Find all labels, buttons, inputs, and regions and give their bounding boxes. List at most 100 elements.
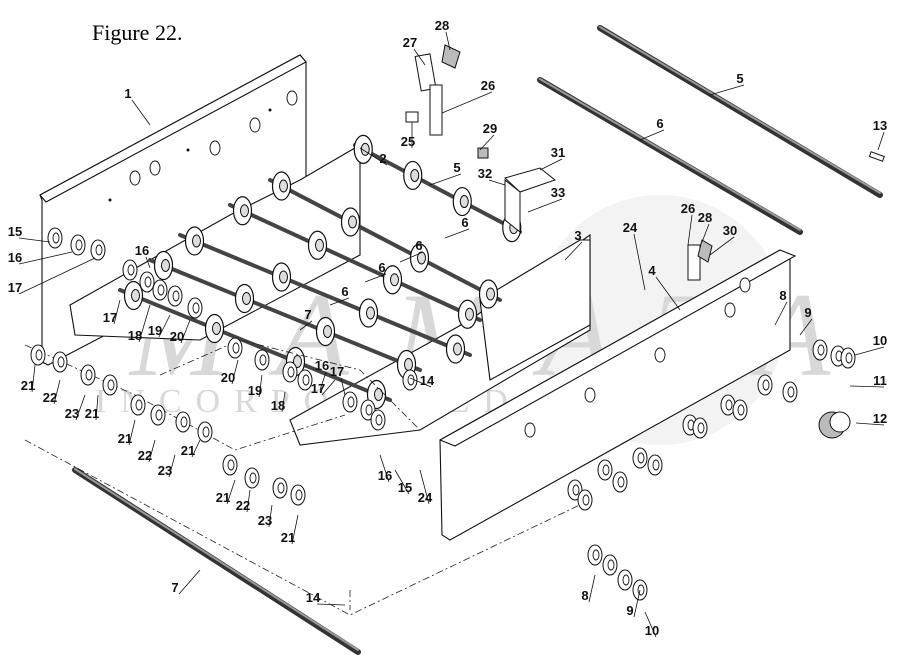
callout-flange: 9 bbox=[626, 589, 641, 618]
callout-number: 33 bbox=[551, 185, 565, 200]
callout-bracket: 26 bbox=[681, 201, 695, 246]
callout-number: 21 bbox=[216, 490, 230, 505]
callout-circlip: 21 bbox=[118, 419, 136, 446]
leader-line bbox=[774, 301, 788, 326]
callout-number: 6 bbox=[378, 260, 385, 275]
callout-number: 18 bbox=[128, 328, 142, 343]
leader-line bbox=[53, 379, 61, 405]
leader-line bbox=[419, 469, 430, 505]
leader-line bbox=[364, 273, 387, 283]
callout-number: 6 bbox=[341, 284, 348, 299]
leader-line bbox=[113, 299, 121, 325]
leader-line bbox=[145, 256, 151, 269]
callout-bushing: 17 bbox=[8, 257, 96, 295]
callout-inner-frame-right: 3 bbox=[564, 228, 583, 261]
roller-shaft bbox=[268, 171, 502, 309]
callout-e-ring: 14 bbox=[409, 373, 435, 388]
callout-number: 25 bbox=[401, 134, 415, 149]
callout-lower-shaft-exploded: 7 bbox=[171, 569, 201, 595]
leader-line bbox=[633, 589, 641, 618]
callout-bearing: 8 bbox=[581, 574, 596, 603]
callout-upper-shaft-installed: 5 bbox=[429, 160, 462, 186]
leader-line bbox=[131, 99, 151, 126]
callout-number: 7 bbox=[304, 307, 311, 322]
roller-shaft-group bbox=[118, 134, 522, 410]
callout-roller-shaft: 6 bbox=[364, 260, 387, 283]
leader-line bbox=[226, 479, 236, 505]
switch-assembly bbox=[405, 44, 713, 281]
leader-line bbox=[31, 364, 36, 393]
leader-line bbox=[379, 454, 390, 483]
bracket-right-part bbox=[687, 244, 701, 281]
callout-disc: 19 bbox=[148, 314, 171, 338]
callout-number: 6 bbox=[656, 116, 663, 131]
callout-number: 32 bbox=[478, 166, 492, 181]
frame-hole bbox=[129, 170, 141, 186]
lower-shaft-exploded bbox=[72, 467, 361, 655]
leader-line bbox=[191, 439, 201, 458]
callout-hub: 20 bbox=[170, 319, 191, 344]
callout-bushing: 17 bbox=[330, 364, 346, 396]
leader-line bbox=[321, 379, 336, 396]
roller-shaft bbox=[353, 134, 522, 243]
callout-number: 24 bbox=[623, 220, 638, 235]
callout-guide-roller: 33 bbox=[527, 185, 565, 213]
callout-number: 16 bbox=[135, 243, 149, 258]
callout-number: 28 bbox=[698, 210, 712, 225]
leader-line bbox=[291, 514, 299, 545]
frame-hole bbox=[209, 140, 221, 156]
callout-number: 8 bbox=[779, 288, 786, 303]
leader-line bbox=[316, 603, 346, 606]
callout-number: 26 bbox=[681, 201, 695, 216]
sprocket bbox=[818, 411, 851, 439]
callout-number: 11 bbox=[873, 373, 887, 388]
leader-line bbox=[18, 257, 96, 295]
callout-number: 22 bbox=[138, 448, 152, 463]
leader-line bbox=[394, 469, 410, 495]
callout-number: 22 bbox=[236, 498, 250, 513]
leader-line bbox=[539, 158, 563, 171]
callout-bracket-guide: 32 bbox=[478, 166, 506, 186]
callout-lower-shaft-installed: 7 bbox=[299, 307, 313, 331]
leader-line bbox=[180, 319, 191, 344]
callout-number: 1 bbox=[124, 86, 131, 101]
leader-line bbox=[75, 394, 86, 421]
leader-line bbox=[849, 385, 885, 388]
callout-number: 12 bbox=[873, 411, 887, 426]
callout-switch-plate: 27 bbox=[403, 35, 426, 66]
callout-number: 21 bbox=[21, 378, 35, 393]
small-parts bbox=[30, 227, 856, 601]
leader-line bbox=[359, 147, 388, 166]
callout-number: 15 bbox=[8, 224, 22, 239]
callout-roller-shaft-exploded: 6 bbox=[639, 116, 665, 141]
callout-disc: 19 bbox=[248, 374, 263, 398]
callout-number: 3 bbox=[574, 228, 581, 243]
callout-number: 5 bbox=[736, 71, 743, 86]
callout-number: 21 bbox=[85, 406, 99, 421]
callout-circlip: 21 bbox=[216, 479, 236, 505]
callout-circlip: 21 bbox=[281, 514, 299, 545]
leader-line bbox=[429, 173, 462, 186]
callout-snap-ring: 18 bbox=[271, 391, 286, 413]
leader-line bbox=[655, 276, 681, 311]
leader-line bbox=[18, 251, 73, 265]
callout-number: 21 bbox=[281, 530, 295, 545]
callout-number: 17 bbox=[103, 310, 117, 325]
callout-number: 10 bbox=[873, 333, 887, 348]
frame-flange bbox=[39, 54, 307, 203]
leader-line bbox=[479, 134, 495, 151]
leader-line bbox=[564, 241, 583, 261]
callout-set-screw: 11 bbox=[849, 373, 887, 388]
leader-line bbox=[18, 237, 51, 243]
callout-collar: 22 bbox=[138, 439, 156, 463]
leader-line bbox=[413, 48, 426, 66]
cover-part bbox=[504, 167, 557, 193]
callout-collar: 22 bbox=[43, 379, 61, 405]
callout-number: 17 bbox=[311, 381, 325, 396]
roller-shaft bbox=[228, 196, 482, 329]
figure-title: Figure 22. bbox=[92, 20, 183, 45]
switch-plate-part bbox=[414, 53, 437, 92]
frame-hole bbox=[249, 117, 261, 133]
